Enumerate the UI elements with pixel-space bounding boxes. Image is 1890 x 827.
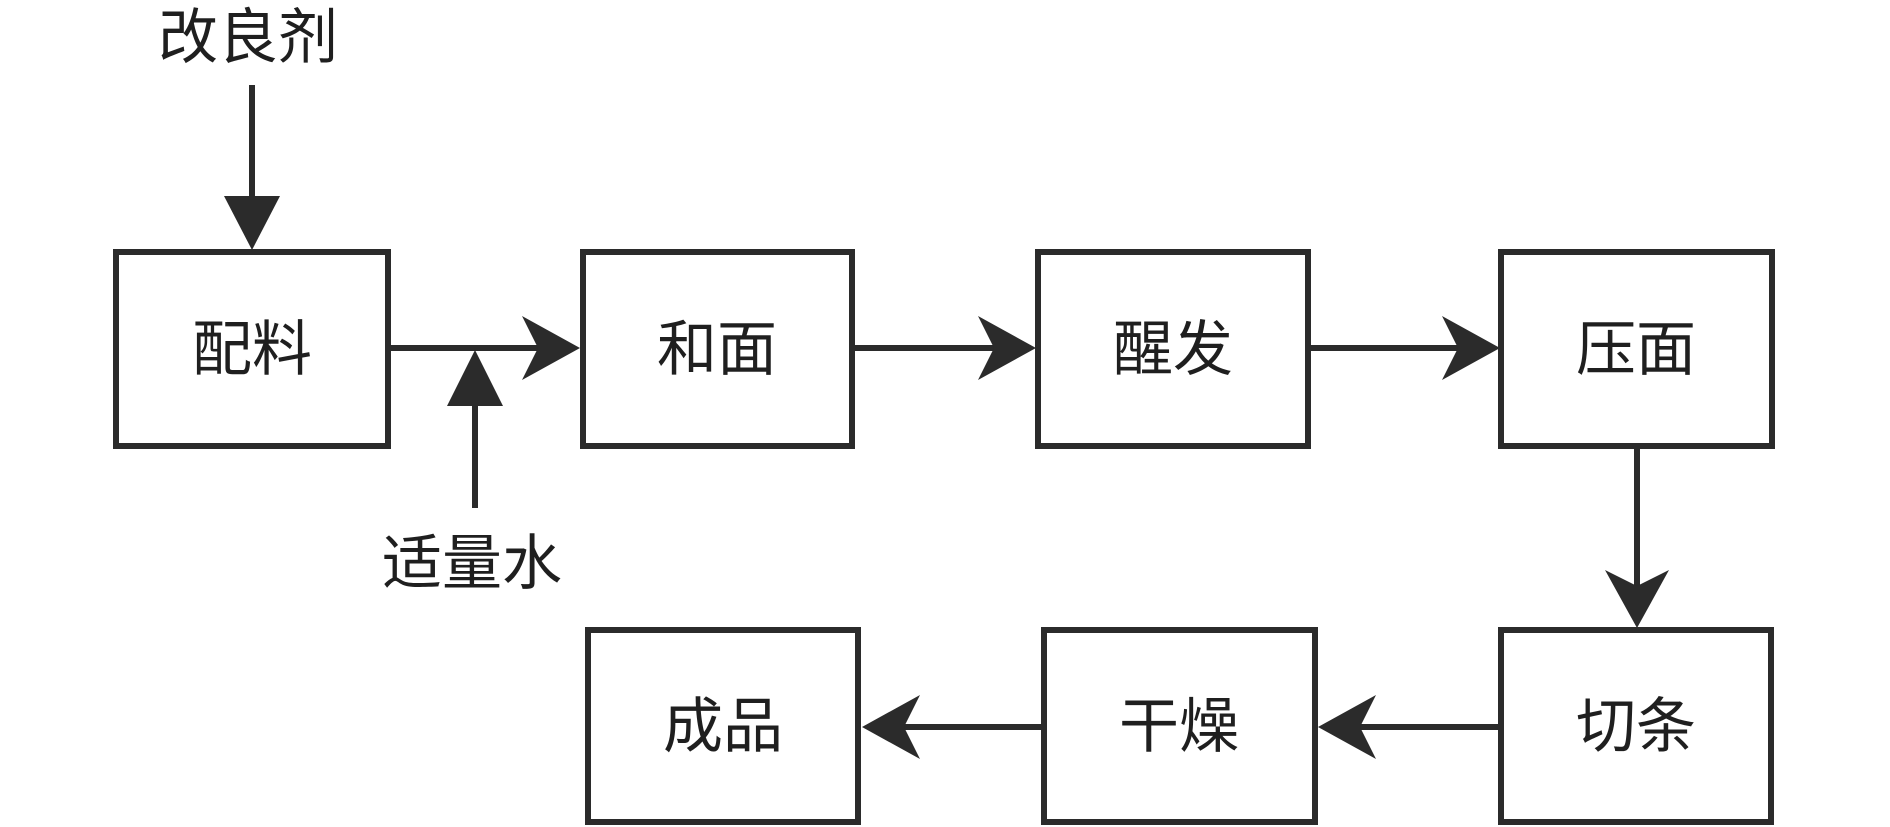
- flow-node-chengpin: 成品: [585, 627, 861, 825]
- box-yamian-label: 压面: [1576, 317, 1696, 383]
- box-xingfa: [1035, 249, 1311, 449]
- arrow-ganzao-to-chengpin-head: [862, 695, 920, 759]
- arrow-xingfa-to-yamian-head: [1442, 316, 1500, 380]
- box-chengpin-label: 成品: [663, 694, 783, 760]
- arrow-water-to-connector-head: [447, 350, 503, 406]
- annotation-water-label: 适量水: [382, 531, 562, 597]
- box-yamian: [1498, 249, 1775, 449]
- box-peiliao: [113, 249, 391, 449]
- box-qietiao-label: 切条: [1576, 694, 1696, 760]
- box-hemian-label: 和面: [657, 317, 777, 383]
- arrow-qietiao-to-ganzao-head: [1318, 695, 1376, 759]
- box-chengpin: [585, 627, 861, 825]
- flow-node-yamian: 压面: [1498, 249, 1775, 449]
- flow-node-peiliao: 配料: [113, 249, 391, 449]
- flow-node-ganzao: 干燥: [1041, 627, 1318, 825]
- box-ganzao-label: 干燥: [1119, 694, 1239, 760]
- flow-node-qietiao: 切条: [1498, 627, 1774, 825]
- arrow-improver-to-peiliao-head: [224, 196, 280, 250]
- flow-node-xingfa: 醒发: [1035, 249, 1311, 449]
- annotation-improver-label: 改良剂: [158, 5, 338, 71]
- box-hemian: [580, 249, 855, 449]
- arrow-peiliao-to-hemian-head: [522, 316, 580, 380]
- arrow-yamian-to-qietiao-head: [1605, 570, 1669, 628]
- box-qietiao: [1498, 627, 1774, 825]
- arrow-hemian-to-xingfa-head: [978, 316, 1036, 380]
- box-ganzao: [1041, 627, 1318, 825]
- box-peiliao-label: 配料: [192, 317, 312, 383]
- box-xingfa-label: 醒发: [1113, 317, 1233, 383]
- flow-node-hemian: 和面: [580, 249, 855, 449]
